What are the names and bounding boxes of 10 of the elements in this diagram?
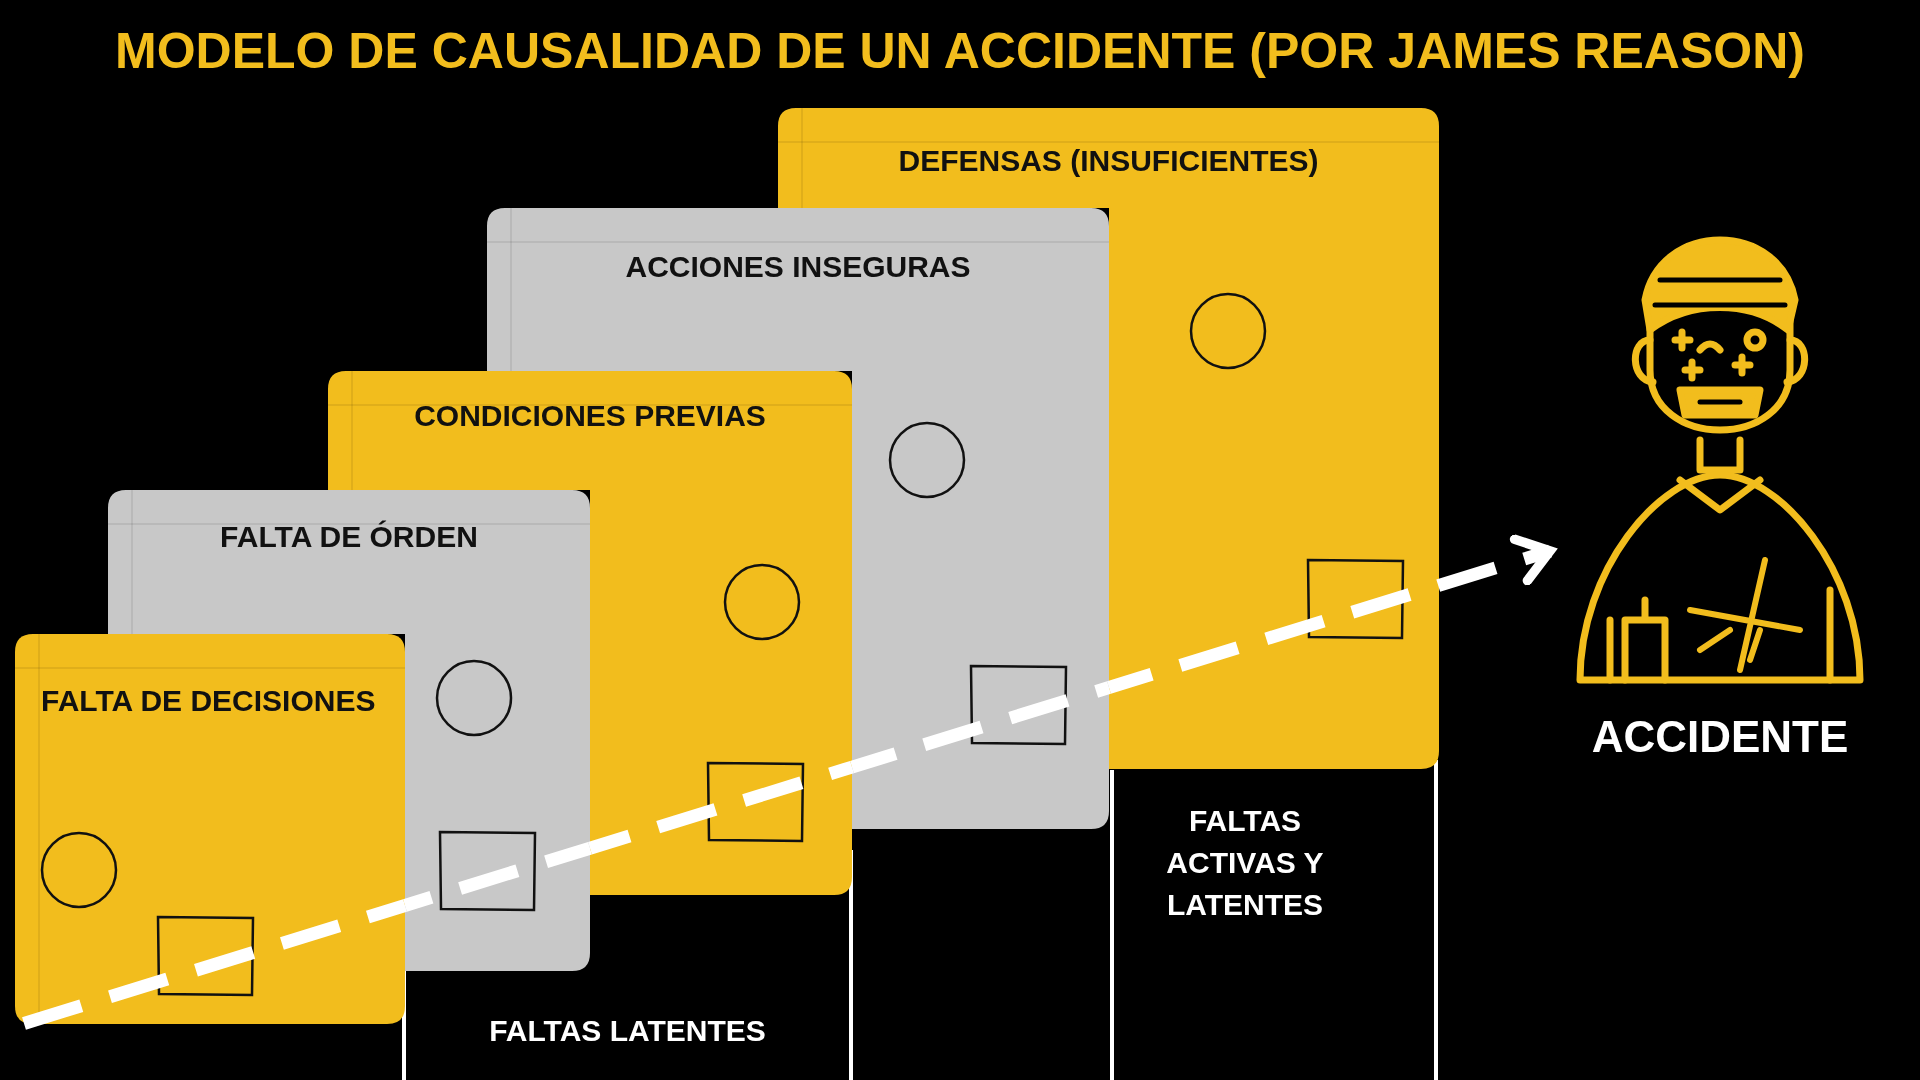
fault-label: FALTAS LATENTES — [488, 1013, 767, 1049]
slice-title: FALTA DE DECISIONES — [41, 684, 376, 718]
slice-title: DEFENSAS (INSUFICIENTES) — [897, 144, 1320, 178]
slice-title: ACCIONES INSEGURAS — [624, 250, 972, 284]
slice-title: CONDICIONES PREVIAS — [413, 399, 767, 433]
slice-title: FALTA DE ÓRDEN — [219, 520, 479, 554]
title: MODELO DE CAUSALIDAD DE UN ACCIDENTE (POR JAMES REASON) — [114, 22, 1806, 80]
fault-label: FALTAS ACTIVAS Y LATENTES — [1165, 803, 1325, 923]
outcome-label: ACCIDENTE — [1590, 712, 1850, 762]
dashed-arrow — [1107, 534, 1555, 694]
